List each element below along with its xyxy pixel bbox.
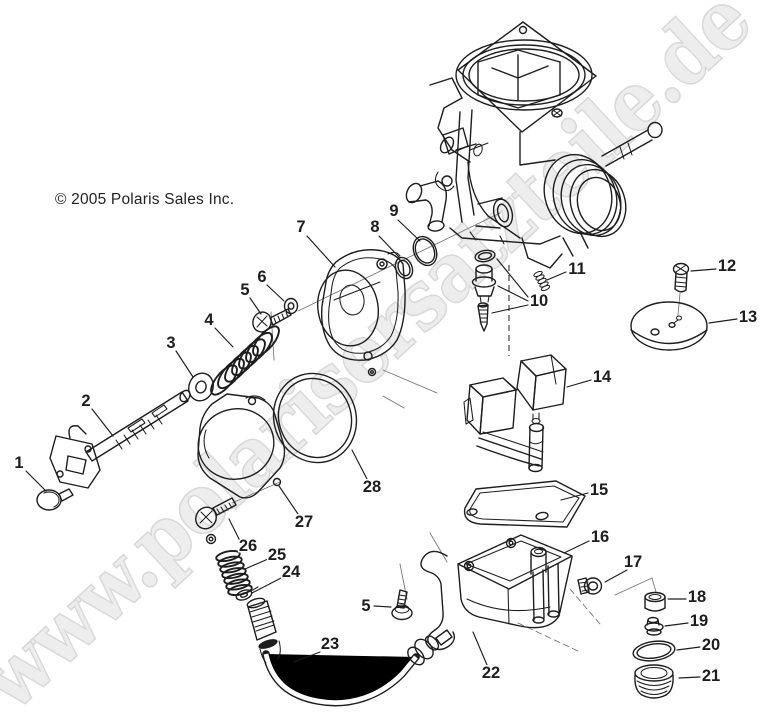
callout-number-5: 5 [240,281,249,299]
leader-line-10 [496,258,529,298]
callout-number-23: 23 [321,635,339,653]
leader-line-5 [249,297,262,315]
leader-line-9 [397,219,421,242]
drain-plug-21 [634,664,674,699]
callout-number-26: 26 [239,537,257,555]
leader-line-19 [664,622,689,627]
copyright-notice: © 2005 Polaris Sales Inc. [55,191,235,208]
screw-12 [672,262,690,293]
leader-line-2 [91,408,114,437]
leader-line-25 [244,558,269,570]
leader-line-11 [546,271,567,281]
callout-number-6: 6 [257,268,266,286]
screw-5-lower [391,589,413,621]
callout-number-3: 3 [166,334,175,352]
callout-number-19: 19 [690,612,708,630]
vent-hose-23 [246,597,453,707]
callout-number-14: 14 [593,368,612,386]
callout-number-1: 1 [14,454,23,472]
spring-11 [533,270,551,292]
callout-number-13: 13 [739,308,757,326]
leader-line-10 [497,285,529,302]
callout-number-20: 20 [702,636,720,654]
callout-number-4: 4 [204,311,214,329]
leader-line-24 [251,576,284,594]
leader-line-8 [378,235,401,259]
float-assembly-14 [463,354,567,473]
ring-9 [412,235,438,267]
leader-line-15 [560,492,589,501]
fitting-19 [644,616,664,636]
screw-5-upper [252,308,292,333]
leader-line-20 [676,646,701,651]
float-bowl-16 [457,534,573,629]
wire-holder-22 [420,550,456,651]
throttle-lever-and-shaft [36,389,191,511]
callout-number-10: 10 [530,292,548,310]
callout-number-11: 11 [568,260,585,278]
callout-number-2: 2 [81,392,90,410]
washer-6 [283,297,299,315]
leader-line-6 [266,284,285,302]
leader-line-1 [25,470,47,492]
leader-line-27 [278,485,299,515]
leader-line-7 [306,235,336,268]
leader-line-13 [708,318,738,324]
washer-3 [188,372,214,402]
needle-clip-24 [235,586,259,601]
callout-number-15: 15 [590,481,608,499]
leader-line-28 [351,449,368,480]
leader-line-23 [293,651,321,663]
callout-number-28: 28 [363,478,381,496]
leader-line-4 [214,327,234,348]
callout-number-12: 12 [718,257,736,275]
bowl-gasket-15 [463,480,586,528]
leader-line-22 [472,631,488,666]
leader-line-10 [491,304,529,314]
leader-line-21 [678,676,701,679]
callout-number-16: 16 [591,528,609,546]
needle-and-seat-10 [471,249,497,332]
carburetor-body [405,21,663,269]
leader-line-16 [563,540,590,554]
callout-number-27: 27 [295,513,313,531]
leader-line-14 [566,379,592,388]
leader-line-5 [373,605,392,608]
cover-disc-13 [630,301,708,351]
diaphragm-cover-7 [317,249,406,377]
callout-number-21: 21 [702,667,720,685]
callout-number-25: 25 [268,546,286,564]
leader-line-26 [228,518,241,542]
leader-line-17 [604,569,628,583]
callout-number-5: 5 [361,597,370,615]
callout-number-7: 7 [296,218,305,236]
cover-gasket-28 [272,372,358,464]
plug-18 [644,591,666,612]
screw-26 [195,497,237,545]
callout-number-8: 8 [370,218,379,236]
callout-number-17: 17 [624,553,642,571]
o-ring-20 [632,640,676,662]
spring-25 [215,549,253,597]
callout-number-9: 9 [389,202,398,220]
callout-number-24: 24 [282,563,301,581]
callout-number-18: 18 [688,588,706,606]
callout-number-22: 22 [482,664,500,682]
drain-screw-17 [577,577,603,595]
leader-line-12 [690,268,717,272]
leader-line-3 [175,350,194,378]
